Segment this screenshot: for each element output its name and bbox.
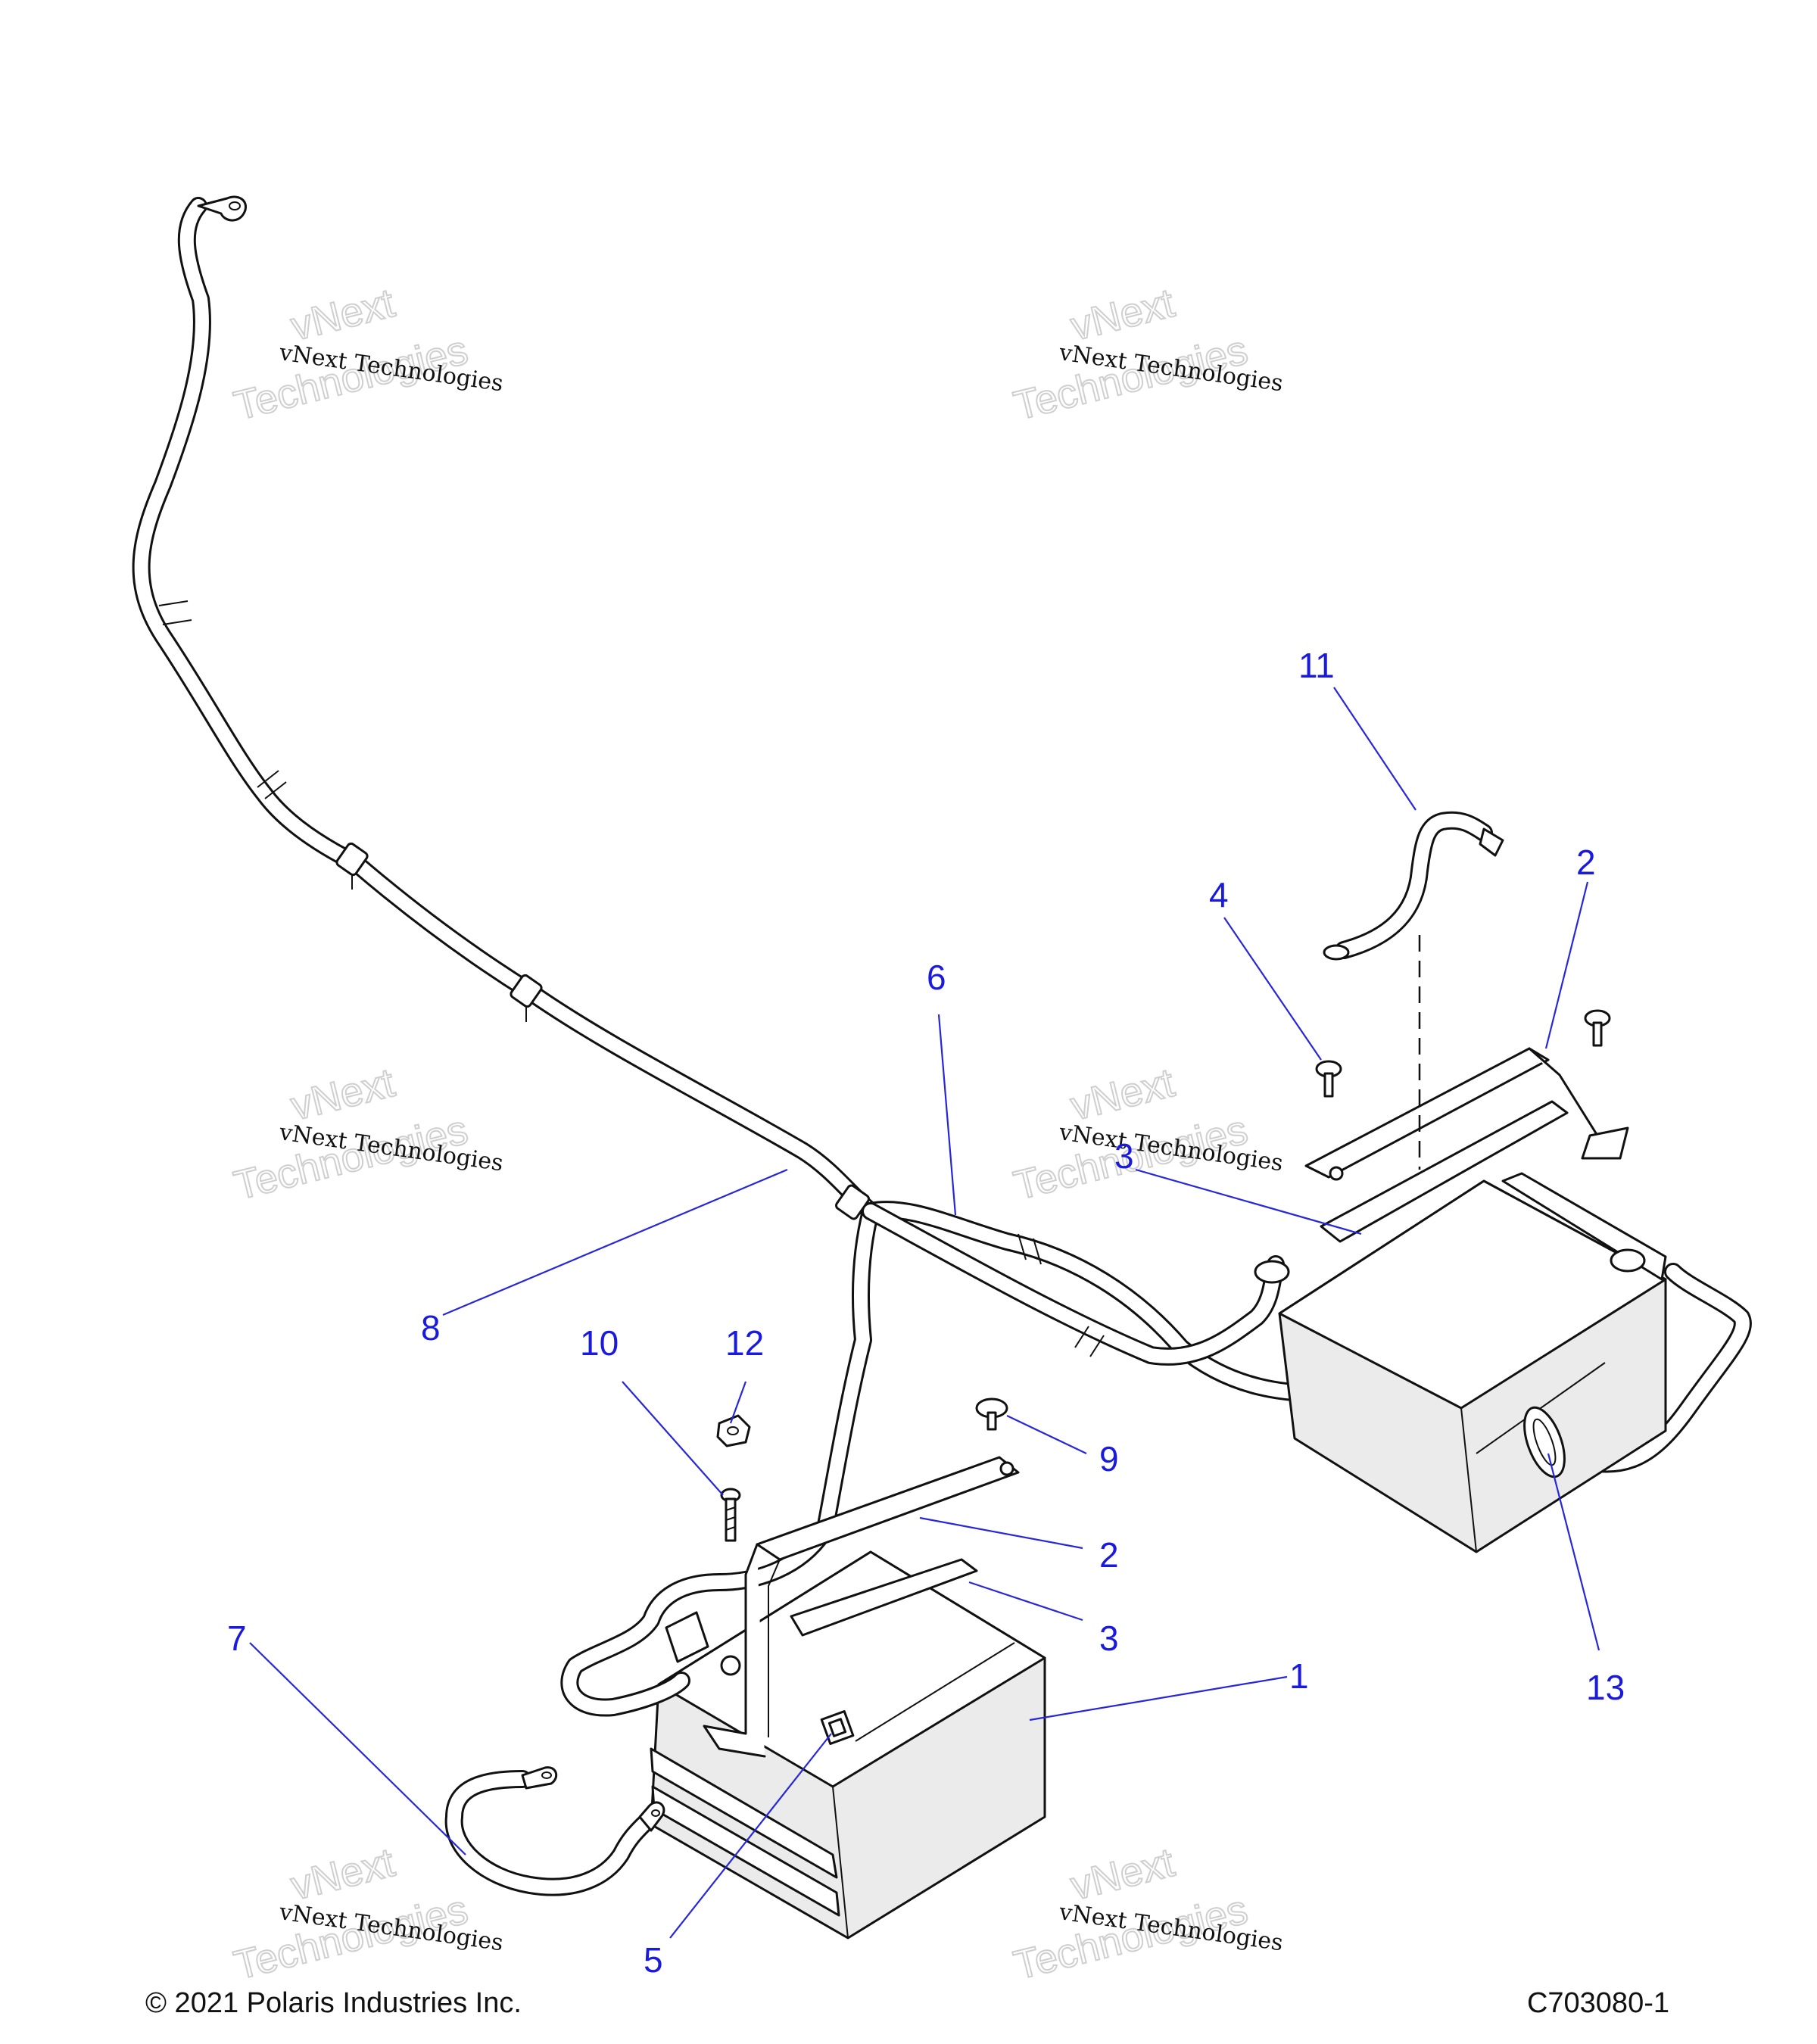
upper-pad (1320, 1100, 1569, 1243)
svg-text:vNext: vNext (1066, 1840, 1178, 1909)
svg-text:vNext: vNext (1066, 1060, 1178, 1129)
callout-3-upper: 3 (1114, 1136, 1134, 1176)
leader-4 (1223, 917, 1322, 1061)
svg-text:vNext: vNext (1066, 280, 1178, 350)
watermark-mid-left: vNext Technologies vNext Technologies (229, 1059, 504, 1210)
leader-13 (1547, 1453, 1600, 1651)
callout-3-lower: 3 (1099, 1619, 1119, 1658)
screw-9 (975, 1397, 1008, 1431)
callout-11: 11 (1298, 646, 1335, 685)
svg-text:vNext: vNext (286, 1840, 398, 1909)
leader-5 (669, 1733, 832, 1939)
lower-hold-down-bracket (703, 1456, 1020, 1758)
svg-text:vNext: vNext (286, 280, 398, 350)
lower-pad (790, 1558, 978, 1637)
callout-8: 8 (421, 1308, 441, 1348)
battery-cable-7 (444, 1766, 665, 1896)
screw-upper-right (1584, 1009, 1611, 1047)
callout-6: 6 (927, 958, 946, 997)
leader-lines (249, 687, 1600, 1939)
leader-10 (622, 1381, 724, 1496)
callout-2-upper: 2 (1576, 843, 1596, 882)
leader-11 (1333, 687, 1417, 811)
ground-cable-11 (1323, 811, 1504, 1170)
leader-2b (919, 1516, 1083, 1550)
leader-7 (249, 1642, 466, 1855)
callout-7: 7 (227, 1619, 247, 1658)
callout-4: 4 (1209, 875, 1229, 915)
callout-13: 13 (1586, 1668, 1625, 1707)
leader-6 (937, 1014, 957, 1216)
copyright-text: © 2021 Polaris Industries Inc. (145, 1987, 522, 2019)
leader-3a (1135, 1168, 1362, 1235)
leader-1 (1029, 1675, 1288, 1722)
cable-clip-13 (1523, 1406, 1566, 1478)
callout-5: 5 (644, 1940, 663, 1980)
callout-2-lower: 2 (1099, 1535, 1119, 1575)
upper-hold-down-bracket (1304, 1047, 1629, 1181)
callout-10: 10 (580, 1323, 619, 1363)
watermark-top-right: vNext Technologies vNext Technologies (1008, 279, 1284, 430)
callout-1: 1 (1289, 1656, 1309, 1696)
svg-text:vNext: vNext (286, 1060, 398, 1129)
callout-9: 9 (1099, 1439, 1119, 1478)
leader-2a (1544, 881, 1589, 1049)
leader-9 (1006, 1415, 1087, 1454)
nut-12 (716, 1414, 751, 1447)
leader-12 (729, 1381, 747, 1424)
watermark-top-left: vNext Technologies vNext Technologies (229, 279, 504, 430)
callout-12: 12 (725, 1323, 764, 1363)
watermark-mid-right: vNext Technologies vNext Technologies (1008, 1059, 1284, 1210)
upper-battery (1254, 1172, 1667, 1553)
watermark-bottom-right: vNext Technologies vNext Technologies (1008, 1839, 1284, 1989)
leader-3b (968, 1581, 1083, 1622)
leader-8 (442, 1168, 788, 1316)
screw-4 (1315, 1060, 1342, 1098)
callout-numbers: 11 2 4 6 3 8 10 12 9 2 3 1 13 7 5 (227, 646, 1625, 1980)
drawing-id: C703080-1 (1527, 1987, 1669, 2019)
bolt-10 (720, 1488, 741, 1542)
